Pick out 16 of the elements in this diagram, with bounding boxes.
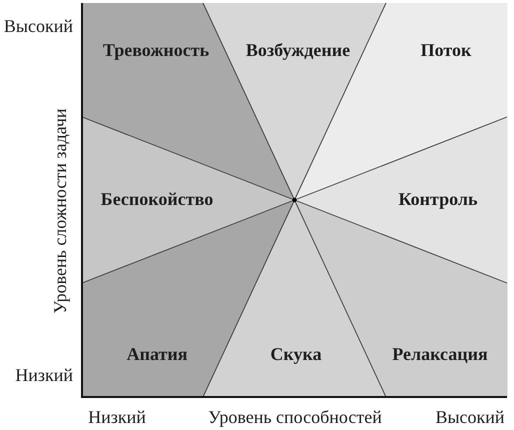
axis-tick-label: Низкий — [15, 366, 73, 386]
axis-tick-label: Высокий — [4, 17, 73, 37]
zone-label: Беспокойство — [100, 190, 214, 210]
axis-title: Уровень сложности задачи — [51, 108, 71, 314]
zone-label: Тревожность — [102, 41, 210, 61]
zone-label: Поток — [420, 41, 472, 61]
zone-label: Возбуждение — [246, 41, 350, 61]
zone-region — [294, 117, 507, 283]
zone-label: Скука — [270, 345, 322, 365]
zone-label: Контроль — [398, 190, 478, 210]
axis-title: Уровень способностей — [208, 408, 382, 428]
zone-label: Релаксация — [392, 345, 488, 365]
zone-label: Апатия — [126, 345, 188, 365]
zone-region — [82, 117, 294, 283]
axis-tick-label: Высокий — [435, 408, 505, 428]
axis-tick-label: Низкий — [88, 408, 146, 428]
